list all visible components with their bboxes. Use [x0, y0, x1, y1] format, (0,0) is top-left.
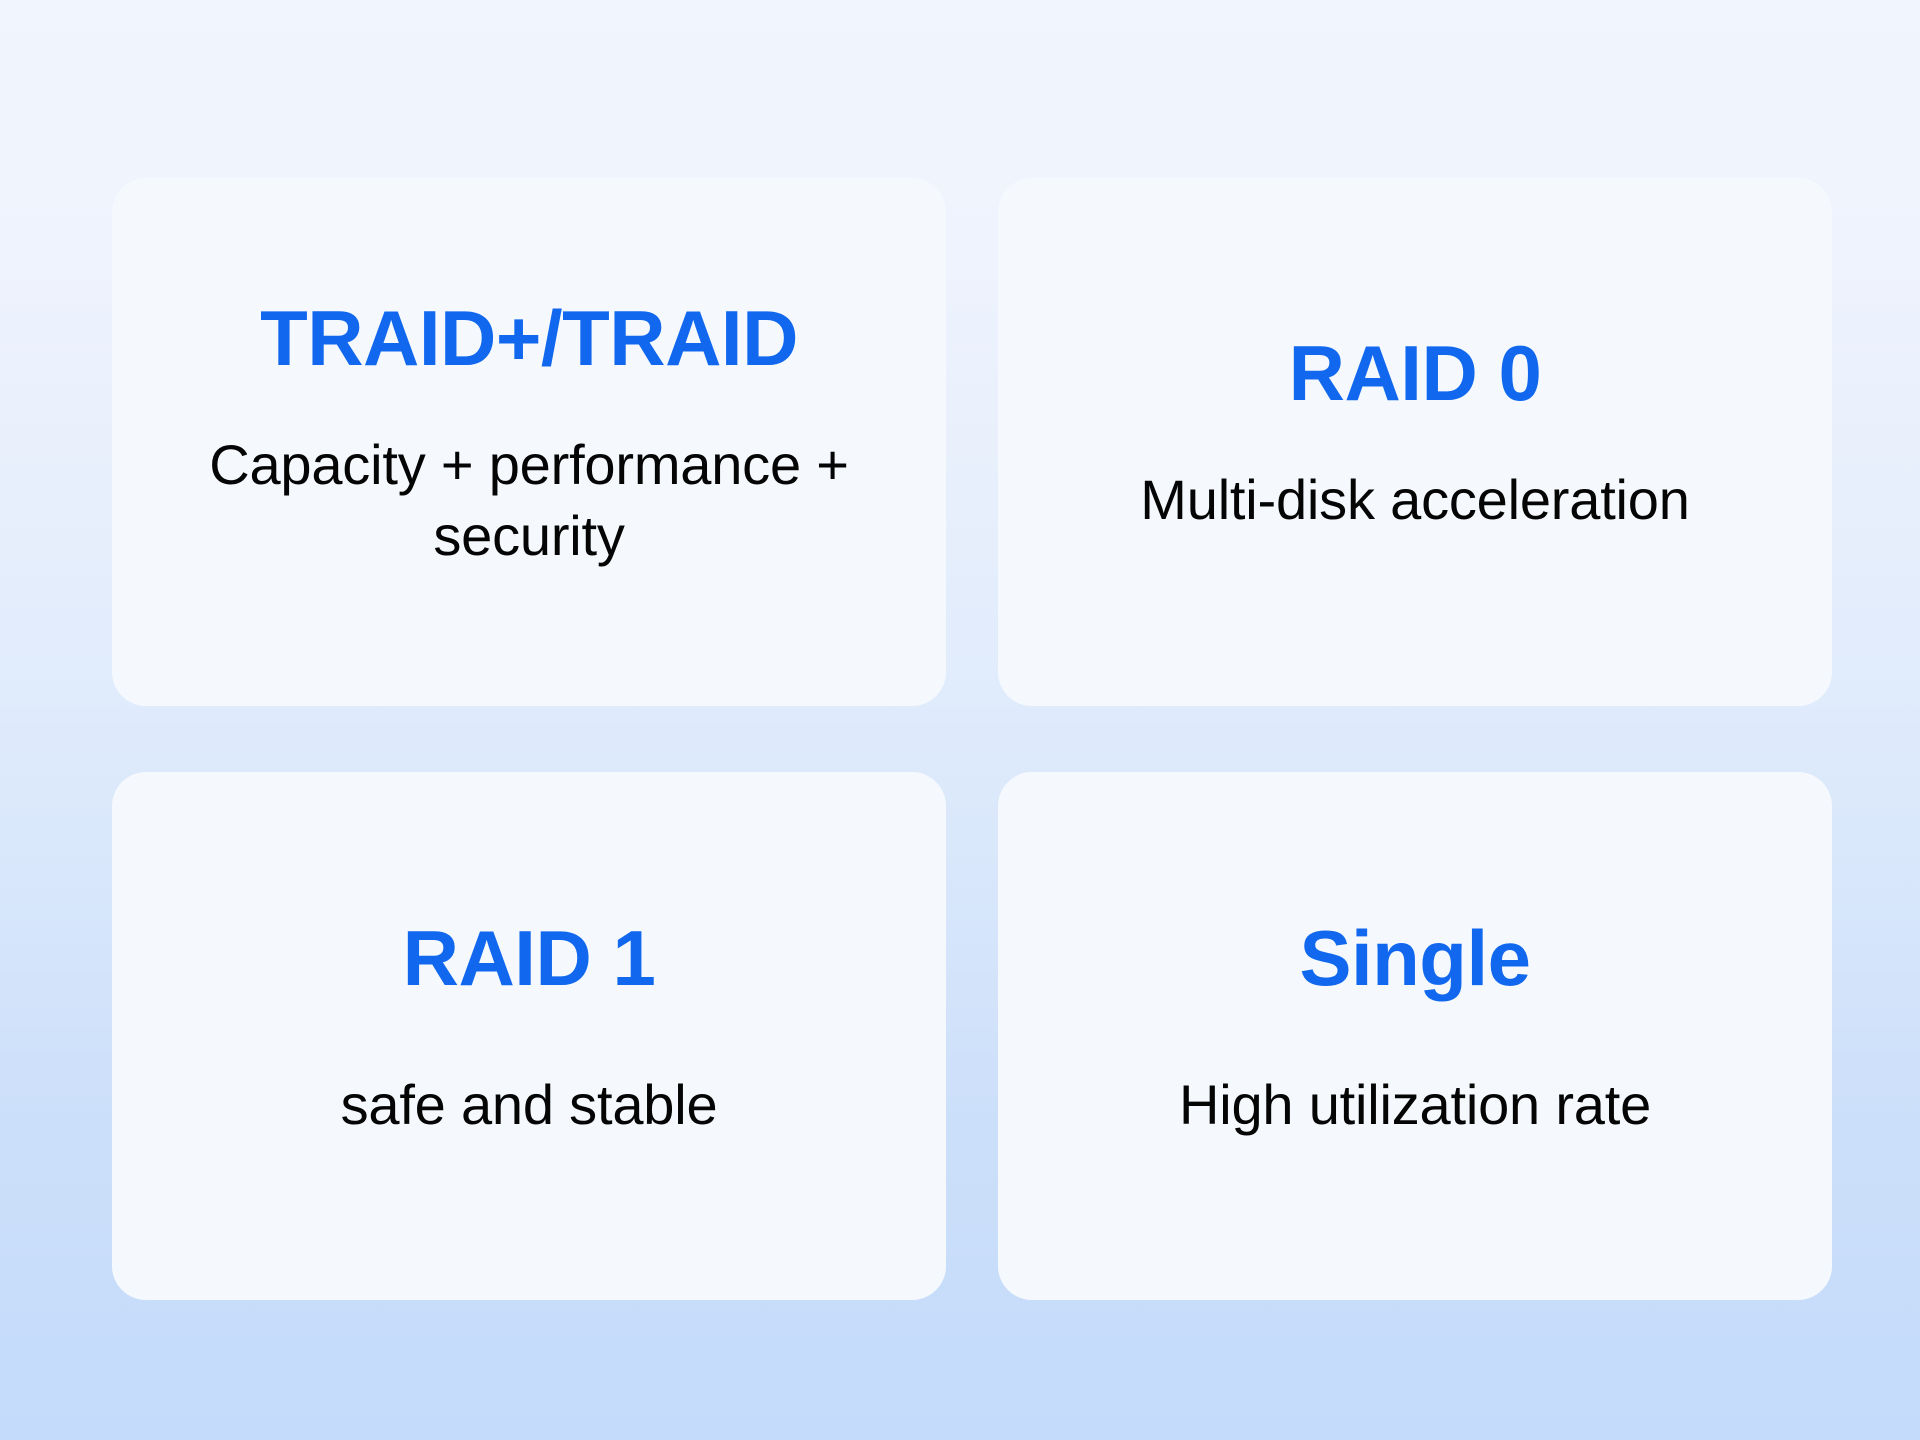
storage-mode-card-single[interactable]: Single High utilization rate [998, 772, 1832, 1300]
storage-mode-card-raid1[interactable]: RAID 1 safe and stable [112, 772, 946, 1300]
storage-mode-card-grid: TRAID+/TRAID Capacity + performance + se… [112, 178, 1832, 1300]
card-description-raid0: Multi-disk acceleration [1140, 468, 1690, 532]
card-description-raid1: safe and stable [340, 1073, 718, 1137]
card-title-raid1: RAID 1 [402, 914, 656, 1003]
card-title-single: Single [1299, 914, 1531, 1003]
card-description-traid: Capacity + performance + security [209, 433, 849, 567]
storage-mode-card-raid0[interactable]: RAID 0 Multi-disk acceleration [998, 178, 1832, 706]
card-description-single: High utilization rate [1178, 1073, 1652, 1137]
card-title-traid: TRAID+/TRAID [260, 293, 798, 382]
storage-mode-card-traid[interactable]: TRAID+/TRAID Capacity + performance + se… [112, 178, 946, 706]
card-title-raid0: RAID 0 [1288, 329, 1542, 418]
